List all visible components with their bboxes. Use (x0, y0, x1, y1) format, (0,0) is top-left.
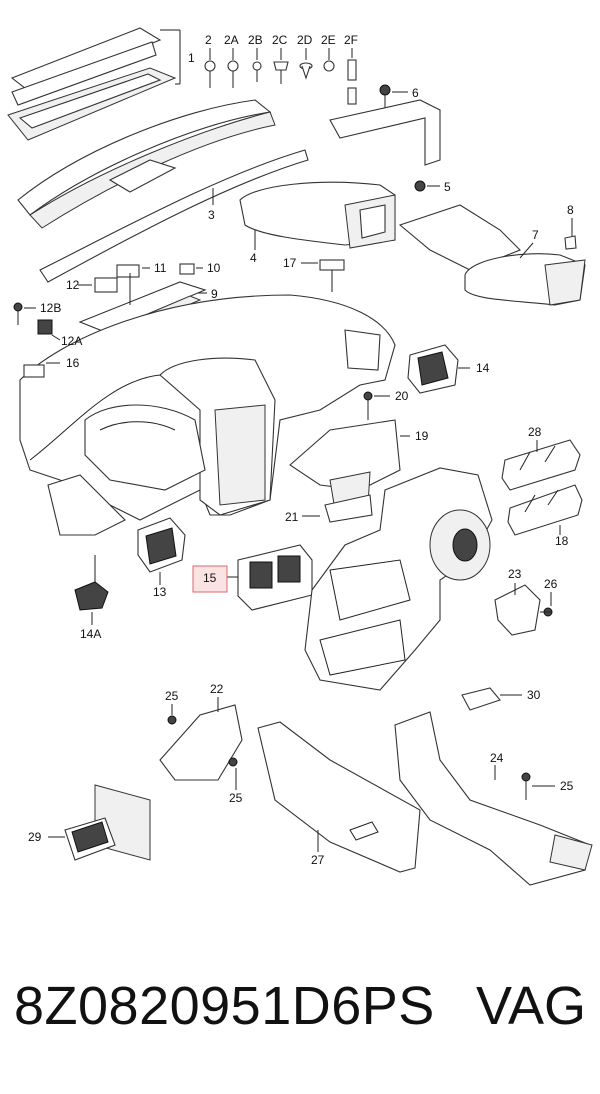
label-3: 3 (208, 208, 215, 222)
label-6: 6 (412, 86, 419, 100)
label-20: 20 (395, 389, 409, 403)
label-11: 11 (154, 261, 167, 275)
part-4-air-duct (239, 180, 440, 250)
label-8: 8 (567, 203, 574, 217)
part-24-floor-duct (394, 711, 593, 886)
label-14a: 14A (80, 627, 101, 641)
label-22: 22 (210, 682, 224, 696)
part-13-vent (137, 517, 186, 585)
label-9: 9 (211, 287, 218, 301)
label-2a: 2A (224, 33, 239, 47)
label-10: 10 (207, 261, 221, 275)
label-5: 5 (444, 180, 451, 194)
part-15-centre-vent (227, 544, 313, 611)
label-24: 24 (490, 751, 504, 765)
highlight-box-15 (192, 565, 228, 593)
callout-labels: 1 2 2A 2B 2C 2D 2E 2F 3 4 5 6 7 8 9 10 1… (28, 33, 574, 867)
label-13: 13 (153, 585, 167, 599)
part-27-cover-panel (257, 721, 421, 873)
label-29: 29 (28, 830, 42, 844)
part-6-screw (329, 84, 441, 166)
parts-19-21-console-duct (289, 391, 410, 523)
part-14a-sensor (74, 555, 109, 625)
label-25b: 25 (229, 791, 243, 805)
footer: 8Z0820951D6PS VAG (0, 975, 600, 1055)
label-2e: 2E (321, 33, 336, 47)
label-12a: 12A (61, 334, 82, 348)
label-15: 15 (203, 571, 217, 585)
parts-23-26-bracket (494, 583, 553, 636)
label-27: 27 (311, 853, 325, 867)
heater-unit (304, 467, 493, 691)
part-3-defrost-channel (17, 99, 309, 283)
label-28: 28 (528, 425, 542, 439)
label-4: 4 (250, 251, 257, 265)
label-16: 16 (66, 356, 80, 370)
part-22-bracket (159, 697, 243, 790)
label-21: 21 (285, 510, 299, 524)
part-30-clip (461, 687, 522, 711)
label-23: 23 (508, 567, 522, 581)
brand-name: VAG (475, 976, 586, 1036)
label-12: 12 (66, 278, 80, 292)
label-17: 17 (283, 256, 297, 270)
part-16-trim (23, 362, 60, 378)
fasteners-2-series (204, 48, 357, 105)
part-12a-12b-clips (13, 302, 61, 341)
label-12b: 12B (40, 301, 61, 315)
label-18: 18 (555, 534, 569, 548)
label-7: 7 (532, 228, 539, 242)
label-2c: 2C (272, 33, 288, 47)
part-29-floor-vent (48, 784, 151, 861)
part-7-side-duct (398, 204, 586, 306)
label-2: 2 (205, 33, 212, 47)
label-30: 30 (527, 688, 541, 702)
label-2d: 2D (297, 33, 313, 47)
parts-18-28-side-vents (501, 439, 583, 536)
dashboard-panel (19, 294, 396, 536)
parts-exploded-diagram: 1 2 2A 2B 2C 2D 2E 2F 3 4 5 6 7 8 9 10 1… (7, 27, 593, 886)
part-1-defroster-strip (7, 27, 181, 141)
part-number: 8Z0820951D6PS (14, 976, 435, 1036)
label-26: 26 (544, 577, 558, 591)
part-14-vent (407, 344, 470, 394)
label-2f: 2F (344, 33, 358, 47)
label-1: 1 (188, 51, 195, 65)
label-2b: 2B (248, 33, 263, 47)
label-19: 19 (415, 429, 429, 443)
label-25a: 25 (165, 689, 179, 703)
label-25c: 25 (560, 779, 574, 793)
label-14: 14 (476, 361, 490, 375)
